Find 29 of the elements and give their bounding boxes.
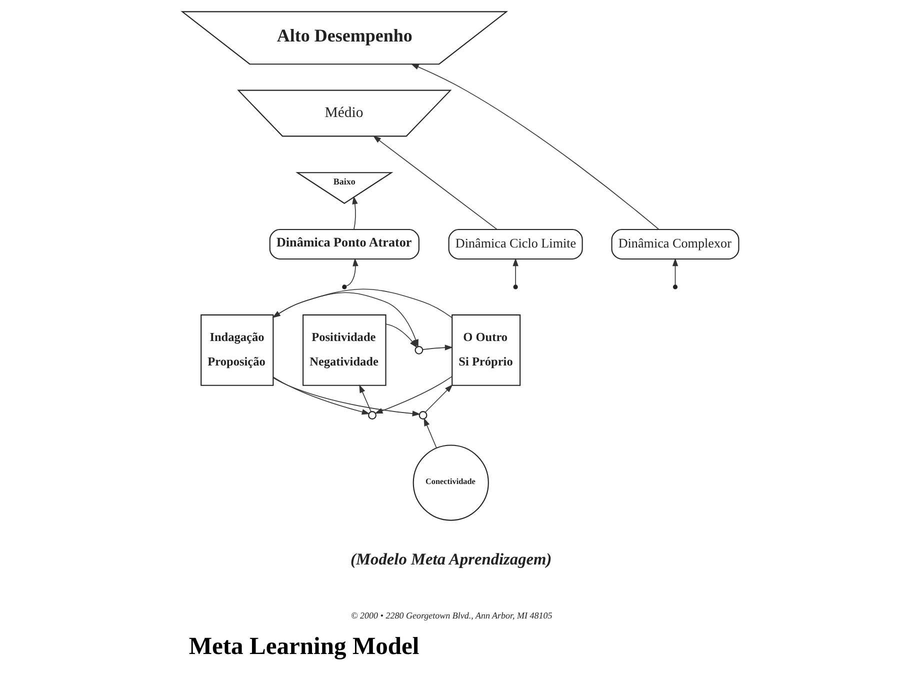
diagram-title: Meta Learning Model: [188, 632, 419, 660]
arrow: [272, 377, 420, 416]
arrow: [272, 292, 418, 348]
arrow: [512, 258, 518, 286]
node-box: Dinâmica Complexor: [610, 229, 739, 260]
node-circle: [414, 346, 423, 354]
node-box: Dinâmica Ponto Atrator: [268, 229, 419, 260]
arrow: [424, 384, 452, 412]
arrow: [374, 376, 452, 414]
arrow: [423, 418, 436, 448]
node-box: Positividade Negatividade: [302, 314, 386, 386]
arrow: [422, 344, 453, 350]
node-box: Dinâmica Ciclo Limite: [448, 229, 582, 260]
node-circle: [368, 411, 376, 420]
arrow: [372, 136, 497, 230]
arrow: [352, 196, 358, 230]
arrow: [272, 376, 370, 415]
arrow: [385, 324, 417, 348]
node-circle: [418, 411, 427, 420]
arrow: [410, 64, 659, 230]
node-box: Indagação Proposição: [200, 314, 274, 386]
node-circle: Conectividade: [412, 444, 488, 521]
label: (Modelo Meta Aprendizagem): [350, 550, 552, 569]
arrow: [358, 384, 371, 412]
arrow: [272, 288, 452, 318]
arrow: [345, 258, 358, 286]
arrow: [672, 258, 678, 286]
label: © 2000 • 2280 Georgetown Blvd., Ann Arbor, MI 48105: [350, 610, 552, 620]
node-box: O Outro Si Próprio: [451, 314, 520, 386]
